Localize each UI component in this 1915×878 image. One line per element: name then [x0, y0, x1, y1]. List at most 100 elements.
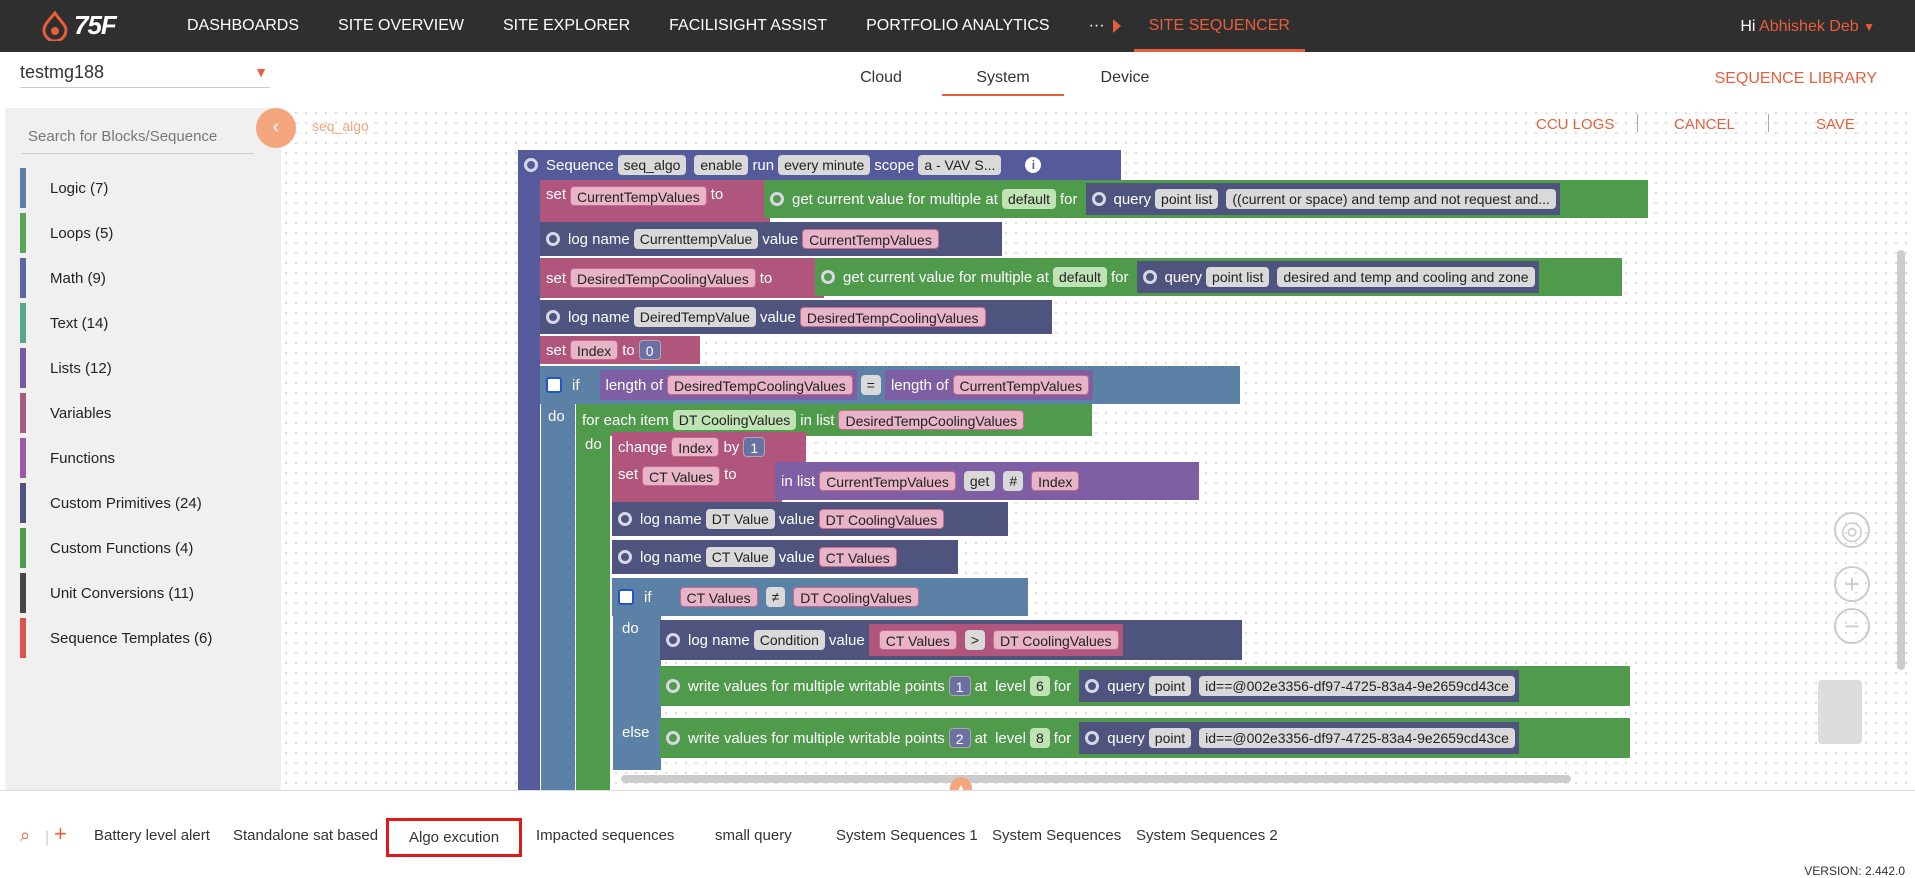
sequence-library-link[interactable]: SEQUENCE LIBRARY [1714, 70, 1877, 87]
app-logo[interactable]: 75F [42, 10, 117, 41]
query-expression-field[interactable]: id==@002e3356-df97-4725-83a4-9e2659cd43c… [1199, 728, 1515, 748]
nav-facilisight-assist[interactable]: FACILISIGHT ASSIST [669, 17, 828, 34]
variable-dropdown[interactable]: DT CoolingValues [793, 587, 919, 607]
query-type-dropdown[interactable]: point [1148, 676, 1192, 696]
query-expression-field[interactable]: desired and temp and cooling and zone [1277, 267, 1535, 287]
category-unit-conversions[interactable]: Unit Conversions (11) [20, 573, 194, 613]
tab-system[interactable]: System [942, 60, 1064, 96]
sequence-name-field[interactable]: seq_algo [617, 155, 687, 175]
query-expression-field[interactable]: id==@002e3356-df97-4725-83a4-9e2659cd43c… [1199, 676, 1515, 696]
tab-impacted-sequences[interactable]: Impacted sequences [536, 827, 675, 844]
ccu-logs-button[interactable]: CCU LOGS [1536, 116, 1615, 133]
settings-gear-icon[interactable] [618, 512, 632, 526]
variable-dropdown[interactable]: DesiredTempCoolingValues [667, 375, 853, 395]
block-get-current-value[interactable]: get current value for multiple at defaul… [764, 180, 1648, 218]
variable-dropdown[interactable]: Index [570, 340, 619, 360]
index-mode-dropdown[interactable]: # [1003, 471, 1024, 491]
block-if-not-equal[interactable]: if CT Values ≠ DT CoolingValues [612, 578, 1028, 616]
scope-dropdown[interactable]: a - VAV S... [918, 155, 1002, 175]
block-set-index[interactable]: set Index to 0 [540, 336, 700, 364]
category-functions[interactable]: Functions [20, 438, 115, 478]
trash-icon[interactable] [1818, 680, 1862, 744]
settings-gear-icon[interactable] [1085, 679, 1100, 693]
tab-battery-level-alert[interactable]: Battery level alert [94, 827, 210, 844]
category-sequence-templates[interactable]: Sequence Templates (6) [20, 618, 212, 658]
settings-gear-icon[interactable] [666, 679, 680, 693]
category-lists[interactable]: Lists (12) [20, 348, 112, 388]
block-for-each[interactable]: for each item DT CoolingValues in list D… [576, 404, 1092, 436]
block-log-dtvalue[interactable]: log name DT Value value DT CoolingValues [612, 502, 1008, 536]
add-icon[interactable]: + [54, 821, 67, 846]
category-custom-functions[interactable]: Custom Functions (4) [20, 528, 193, 568]
nav-site-overview[interactable]: SITE OVERVIEW [338, 17, 464, 34]
frequency-dropdown[interactable]: every minute [778, 155, 871, 175]
tab-cloud[interactable]: Cloud [860, 69, 902, 86]
tab-device[interactable]: Device [1100, 69, 1150, 86]
block-set-currenttemp[interactable]: set CurrentTempValues to [540, 180, 770, 226]
block-get-current-value[interactable]: get current value for multiple at defaul… [815, 258, 1622, 296]
variable-dropdown[interactable]: DesiredTempCoolingValues [570, 268, 756, 288]
block-write-values-1[interactable]: write values for multiple writable point… [660, 666, 1630, 706]
category-math[interactable]: Math (9) [20, 258, 106, 298]
category-logic[interactable]: Logic (7) [20, 168, 108, 208]
variable-dropdown[interactable]: CurrentTempValues [819, 471, 956, 491]
block-log-condition[interactable]: log name Condition value CT Values > DT … [660, 620, 1242, 660]
collapse-sidebar-button[interactable]: ‹ [256, 108, 296, 148]
settings-gear-icon[interactable] [1085, 731, 1100, 745]
variable-dropdown[interactable]: CurrentTempValues [802, 229, 939, 249]
variable-dropdown[interactable]: CurrentTempValues [570, 186, 707, 206]
block-change-index[interactable]: change Index by 1 [612, 432, 806, 462]
block-set-desiredtemp[interactable]: set DesiredTempCoolingValues to [540, 258, 824, 298]
settings-gear-icon[interactable] [1091, 192, 1106, 206]
settings-gear-icon[interactable] [524, 158, 538, 172]
variable-dropdown[interactable]: CurrentTempValues [952, 375, 1090, 395]
level-dropdown[interactable]: 6 [1029, 676, 1050, 696]
settings-gear-icon[interactable] [666, 633, 680, 647]
info-icon[interactable]: i [1025, 157, 1042, 173]
nav-portfolio-analytics[interactable]: PORTFOLIO ANALYTICS [866, 17, 1050, 34]
loop-variable-dropdown[interactable]: DT CoolingValues [672, 410, 797, 430]
variable-dropdown[interactable]: CT Values [679, 587, 758, 607]
settings-gear-icon[interactable] [666, 731, 680, 745]
tab-standalone-sat-based[interactable]: Standalone sat based [233, 827, 379, 844]
nav-arrow-icon[interactable] [1112, 19, 1121, 33]
nav-more-icon[interactable]: ··· [1088, 17, 1105, 34]
block-length-of[interactable]: length of DesiredTempCoolingValues [599, 370, 857, 400]
category-variables[interactable]: Variables [20, 393, 111, 433]
variable-dropdown[interactable]: DesiredTempCoolingValues [799, 307, 986, 327]
block-search-input[interactable]: Search for Blocks/Sequence [22, 120, 254, 154]
log-name-field[interactable]: CurrenttempValue [633, 229, 759, 249]
block-length-of[interactable]: length of CurrentTempValues [884, 370, 1094, 400]
category-custom-primitives[interactable]: Custom Primitives (24) [20, 483, 202, 523]
settings-gear-icon[interactable] [821, 270, 835, 284]
variable-dropdown[interactable]: Index [671, 437, 720, 457]
block-log-currenttemp[interactable]: log name CurrenttempValue value CurrentT… [540, 222, 1002, 256]
nav-site-explorer[interactable]: SITE EXPLORER [502, 17, 631, 34]
variable-dropdown[interactable]: CT Values [642, 466, 721, 486]
query-type-dropdown[interactable]: point list [1206, 267, 1270, 287]
settings-gear-icon[interactable] [618, 550, 632, 564]
settings-gear-icon[interactable] [546, 310, 560, 324]
zoom-in-icon[interactable]: + [1834, 566, 1870, 602]
variable-dropdown[interactable]: Index [1031, 471, 1080, 491]
tab-small-query[interactable]: small query [715, 827, 792, 844]
block-log-ctvalue[interactable]: log name CT Value value CT Values [612, 540, 958, 574]
level-dropdown[interactable]: default [1001, 189, 1056, 209]
settings-gear-icon[interactable] [1142, 270, 1157, 284]
tab-algo-excution[interactable]: Algo excution [386, 818, 523, 857]
variable-dropdown[interactable]: DT CoolingValues [818, 509, 945, 529]
block-list-get[interactable]: in list CurrentTempValues get # Index [775, 462, 1199, 500]
log-name-field[interactable]: Condition [753, 630, 825, 650]
category-loops[interactable]: Loops (5) [20, 213, 113, 253]
level-dropdown[interactable]: 8 [1029, 728, 1050, 748]
get-mode-dropdown[interactable]: get [963, 471, 996, 491]
settings-gear-icon[interactable] [546, 232, 560, 246]
site-selector[interactable]: testmg188 ▼ [20, 62, 270, 88]
operator-dropdown[interactable]: > [964, 630, 985, 650]
block-write-values-2[interactable]: write values for multiple writable point… [660, 718, 1630, 758]
settings-gear-icon[interactable] [546, 377, 562, 393]
number-field[interactable]: 1 [948, 676, 971, 696]
zoom-out-icon[interactable]: − [1834, 608, 1870, 644]
variable-dropdown[interactable]: CT Values [878, 630, 957, 650]
operator-dropdown[interactable]: ≠ [765, 587, 786, 607]
